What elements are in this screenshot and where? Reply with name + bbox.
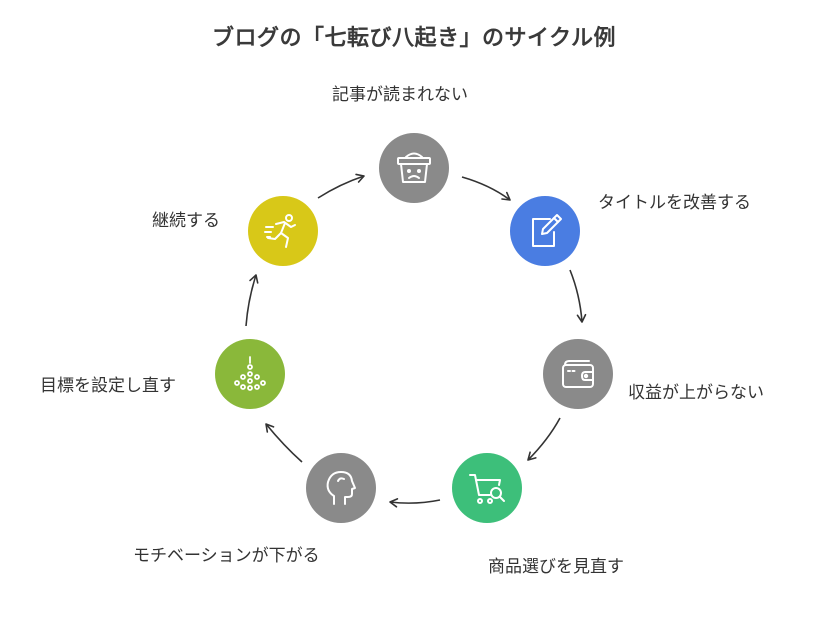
- arrow-1-to-2: [461, 176, 511, 201]
- step-node-6: [215, 339, 285, 409]
- step-node-3: [543, 339, 613, 409]
- step-label-1: 記事が読まれない: [332, 85, 468, 105]
- step-label-7: 継続する: [152, 211, 220, 231]
- step-node-7: [248, 196, 318, 266]
- step-node-5: [306, 453, 376, 523]
- step-label-2: タイトルを改善する: [598, 193, 751, 213]
- arrow-4-to-5: [389, 498, 441, 508]
- arrow-2-to-3: [569, 269, 587, 323]
- head-profile-icon: [326, 471, 356, 505]
- frown-basket-icon: [397, 152, 431, 183]
- step-node-2: [510, 196, 580, 266]
- wallet-icon: [562, 360, 594, 388]
- arrow-7-to-1: [317, 173, 365, 199]
- step-node-1: [379, 133, 449, 203]
- arrow-6-to-7: [245, 274, 259, 327]
- arrow-3-to-4: [527, 417, 561, 461]
- edit-document-icon: [532, 214, 562, 247]
- step-label-4: 商品選びを見直す: [488, 557, 624, 577]
- step-label-6: 目標を設定し直す: [40, 376, 176, 396]
- step-label-5: モチベーションが下がる: [133, 546, 320, 566]
- cart-search-icon: [469, 474, 505, 504]
- runner-icon: [264, 214, 296, 248]
- arrow-5-to-6: [265, 423, 303, 463]
- step-node-4: [452, 453, 522, 523]
- target-dots-icon: [234, 356, 266, 391]
- diagram-title: ブログの「七転び八起き」のサイクル例: [212, 26, 616, 51]
- step-label-3: 収益が上がらない: [628, 383, 764, 403]
